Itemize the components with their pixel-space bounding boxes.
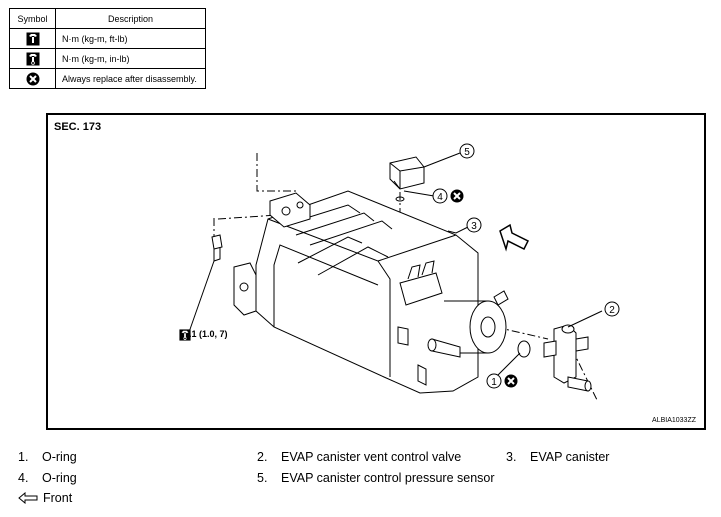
- svg-text:5: 5: [464, 147, 470, 158]
- legend-description: Always replace after disassembly.: [55, 68, 206, 89]
- symbol-legend-table: Symbol Description N·m (kg-m, ft-lb) N·m…: [9, 8, 206, 89]
- legend-description: N·m (kg-m, in-lb): [55, 48, 206, 69]
- evap-canister-exploded-view: 5 4 3 2 1: [187, 143, 620, 403]
- legend-row: N·m (kg-m, in-lb): [9, 48, 206, 69]
- part-name: EVAP canister control pressure sensor: [281, 471, 495, 485]
- part-name: O-ring: [42, 450, 77, 464]
- section-label: SEC. 173: [54, 121, 102, 133]
- legend-description: N·m (kg-m, ft-lb): [55, 28, 206, 49]
- front-indicator: Front: [18, 491, 72, 505]
- front-arrow-icon: [18, 492, 38, 504]
- legend-row: N·m (kg-m, ft-lb): [9, 28, 206, 49]
- part-number: 4.: [18, 471, 29, 485]
- callout-3: 3: [466, 217, 482, 233]
- svg-text:2: 2: [609, 305, 615, 316]
- part-name: EVAP canister: [530, 450, 610, 464]
- part-name: EVAP canister vent control valve: [281, 450, 462, 464]
- list-item: 2. EVAP canister vent control valve: [257, 450, 461, 464]
- replace-icon: [26, 72, 39, 85]
- figure-id: ALBIA1033ZZ: [652, 417, 696, 424]
- part-number: 5.: [257, 471, 268, 485]
- svg-text:1: 1: [491, 377, 497, 388]
- legend-header-symbol: Symbol: [9, 8, 56, 29]
- legend-header-description: Description: [55, 8, 206, 29]
- torque-inlb-icon: [179, 329, 191, 341]
- torque-ftlb-icon: [26, 32, 39, 45]
- list-item: 5. EVAP canister control pressure sensor: [257, 471, 495, 485]
- torque-value: 10.1 (1.0, 7): [179, 329, 228, 339]
- list-item: 1. O-ring: [18, 450, 77, 464]
- torque-inlb-icon: [26, 52, 39, 65]
- part-name: O-ring: [42, 471, 77, 485]
- svg-text:4: 4: [437, 192, 443, 203]
- replace-icon: [450, 189, 464, 203]
- callout-5: 5: [459, 143, 475, 159]
- callout-4: 4: [432, 188, 448, 204]
- legend-row: Always replace after disassembly.: [9, 68, 206, 89]
- part-number: 3.: [506, 450, 517, 464]
- list-item: 3. EVAP canister: [506, 450, 609, 464]
- replace-icon: [504, 374, 518, 388]
- part-number: 2.: [257, 450, 268, 464]
- svg-text:3: 3: [471, 221, 477, 232]
- part-number: 1.: [18, 450, 29, 464]
- callout-2: 2: [604, 301, 620, 317]
- diagram-frame: 5 4 3 2 1 SEC. 173: [46, 113, 706, 430]
- callout-1: 1: [486, 373, 502, 389]
- torque-spec: 10.1 (1.0, 7): [179, 329, 228, 341]
- front-label: Front: [43, 491, 73, 505]
- list-item: 4. O-ring: [18, 471, 77, 485]
